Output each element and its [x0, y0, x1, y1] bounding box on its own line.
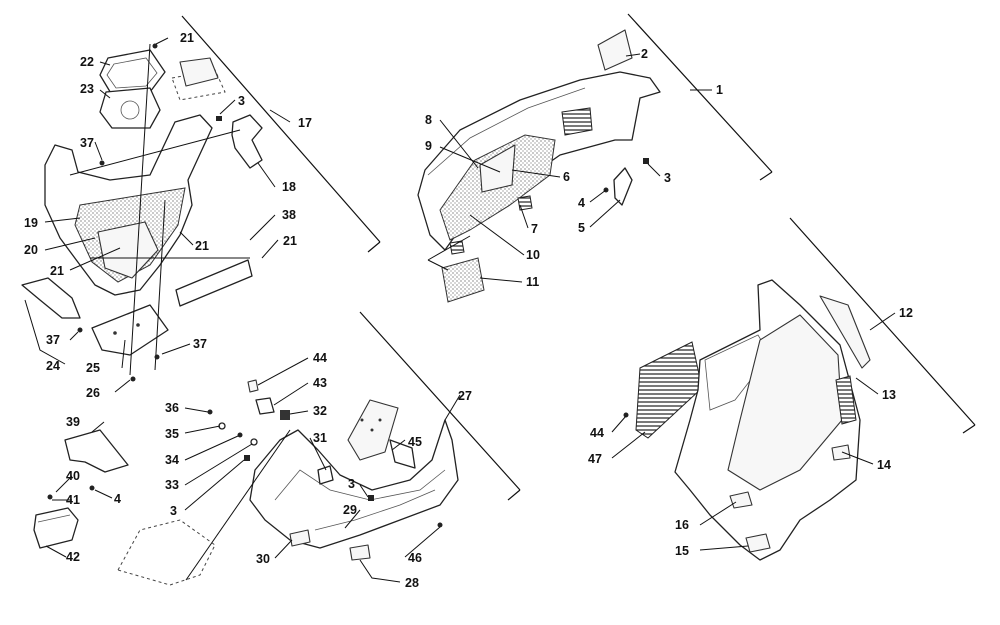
- part-44: [247, 379, 259, 393]
- part-31: [317, 465, 334, 485]
- callout-36: 36: [165, 401, 179, 415]
- callout-5: 5: [578, 221, 585, 235]
- assembly-39-group: [33, 429, 129, 549]
- assembly-17-group: [21, 15, 381, 382]
- assembly-12-group: [623, 217, 976, 561]
- callout-37a: 37: [80, 136, 94, 150]
- assembly-1-group: [417, 13, 773, 303]
- callout-2: 2: [641, 47, 648, 61]
- badge-15: [745, 533, 771, 553]
- leader-lines: [24, 37, 896, 583]
- callout-28: 28: [405, 576, 419, 590]
- callout-47: 47: [588, 452, 602, 466]
- part-25: [91, 304, 169, 356]
- callout-15: 15: [675, 544, 689, 558]
- bracket-5: [613, 167, 633, 206]
- grille-vent: [561, 107, 593, 136]
- callout-20: 20: [24, 243, 38, 257]
- callout-35: 35: [165, 427, 179, 441]
- part-18: [231, 114, 263, 169]
- callout-24: 24: [46, 359, 60, 373]
- callout-7: 7: [531, 222, 538, 236]
- callout-21b: 21: [195, 239, 209, 253]
- label-plate-38: [175, 259, 253, 307]
- callout-40: 40: [66, 469, 80, 483]
- callout-39: 39: [66, 415, 80, 429]
- callout-37b: 37: [46, 333, 60, 347]
- callout-23: 23: [80, 82, 94, 96]
- part-11: [441, 257, 485, 303]
- gasket-22: [99, 49, 166, 96]
- callout-31: 31: [313, 431, 327, 445]
- windshield-13: [819, 295, 871, 369]
- callout-46: 46: [408, 551, 422, 565]
- bracket-1: [627, 13, 773, 173]
- callout-12: 12: [899, 306, 913, 320]
- callout-labels: 1 2 3 4 5 6 7 8 9 10 11 12 13 14 15 16 1…: [24, 31, 913, 590]
- callout-3: 3: [664, 171, 671, 185]
- windshield-strip-2: [597, 29, 633, 71]
- module-42: [33, 507, 79, 549]
- inner-panel-6: [479, 144, 516, 193]
- callout-8: 8: [425, 113, 432, 127]
- grille-47: [635, 341, 703, 439]
- callout-1: 1: [716, 83, 723, 97]
- callout-4: 4: [578, 196, 585, 210]
- callout-22: 22: [80, 55, 94, 69]
- callout-10: 10: [526, 248, 540, 262]
- callout-21a: 21: [180, 31, 194, 45]
- callout-16: 16: [675, 518, 689, 532]
- callout-21d: 21: [283, 234, 297, 248]
- badge-14: [831, 444, 851, 461]
- callout-37c: 37: [193, 337, 207, 351]
- callout-11: 11: [526, 275, 539, 289]
- bracket-27: [359, 311, 521, 491]
- callout-45: 45: [408, 435, 422, 449]
- callout-13: 13: [882, 388, 896, 402]
- callout-44b: 44: [590, 426, 604, 440]
- callout-26: 26: [86, 386, 100, 400]
- callout-42: 42: [66, 550, 80, 564]
- bracket-17: [181, 15, 381, 243]
- callout-29: 29: [343, 503, 357, 517]
- callout-19: 19: [24, 216, 38, 230]
- callout-34: 34: [165, 453, 179, 467]
- callout-32: 32: [313, 404, 327, 418]
- belly-pan-28: [249, 419, 459, 549]
- callout-41: 41: [66, 493, 80, 507]
- callout-6: 6: [563, 170, 570, 184]
- callout-3c: 3: [238, 94, 245, 108]
- callout-3b: 3: [348, 477, 355, 491]
- bracket-39: [64, 429, 129, 473]
- callout-25: 25: [86, 361, 100, 375]
- callout-38: 38: [282, 208, 296, 222]
- callout-30: 30: [256, 552, 270, 566]
- part-24: [21, 277, 81, 319]
- callout-4b: 4: [114, 492, 121, 506]
- callout-33: 33: [165, 478, 179, 492]
- callout-44a: 44: [313, 351, 327, 365]
- callout-18: 18: [282, 180, 296, 194]
- part-32: [280, 410, 290, 420]
- callout-17: 17: [298, 116, 312, 130]
- callout-3d: 3: [170, 504, 177, 518]
- plate-23: [99, 87, 161, 129]
- callout-27: 27: [458, 389, 472, 403]
- assembly-27-group: [117, 311, 521, 586]
- callout-9: 9: [425, 139, 432, 153]
- callout-43: 43: [313, 376, 327, 390]
- callout-21c: 21: [50, 264, 64, 278]
- part-43: [255, 397, 275, 415]
- callout-14: 14: [877, 458, 891, 472]
